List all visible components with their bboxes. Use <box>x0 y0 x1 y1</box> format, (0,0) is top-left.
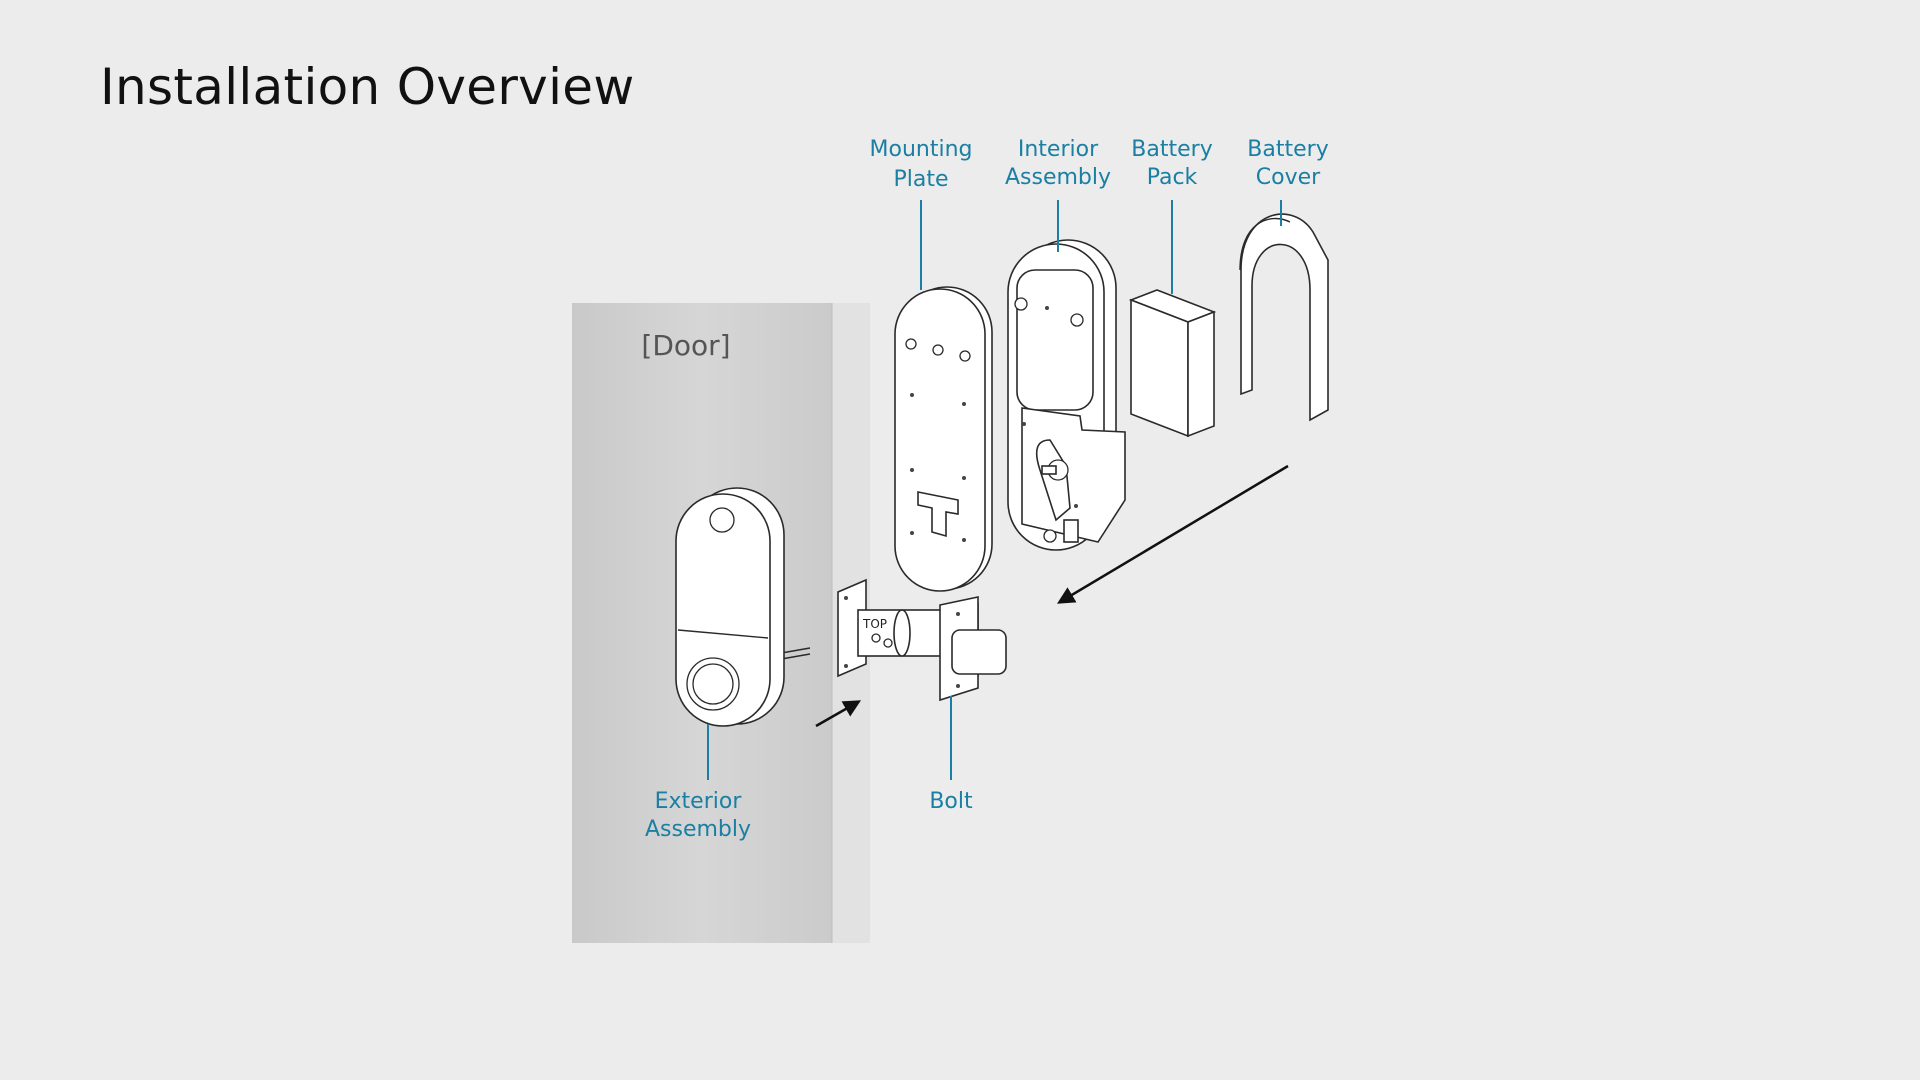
label-battery-cover-line1: Battery <box>1247 137 1328 162</box>
page-title: Installation Overview <box>100 58 635 116</box>
label-interior-assembly-line2: Assembly <box>1005 165 1111 190</box>
top-marking: TOP <box>862 617 887 631</box>
mounting-plate <box>894 286 993 592</box>
label-bolt: Bolt <box>929 789 973 814</box>
battery-pack <box>1128 289 1217 438</box>
door-label: [Door] <box>641 329 730 362</box>
label-exterior-assembly-line1: Exterior <box>655 789 743 814</box>
label-interior-assembly-line1: Interior <box>1018 137 1099 162</box>
label-exterior-assembly-line2: Assembly <box>645 817 751 842</box>
interior-assembly <box>1007 239 1126 551</box>
label-battery-pack-line2: Pack <box>1147 165 1198 190</box>
install-arrow-exterior <box>815 700 862 728</box>
exterior-assembly <box>675 487 811 727</box>
label-mounting-plate-line1: Mounting <box>870 137 973 162</box>
battery-cover <box>1239 213 1329 422</box>
label-mounting-plate-line2: Plate <box>893 167 948 192</box>
bolt: TOP <box>837 578 1007 702</box>
label-battery-pack-line1: Battery <box>1131 137 1212 162</box>
label-battery-cover-line2: Cover <box>1256 165 1321 190</box>
install-arrow-interior <box>1056 464 1289 604</box>
